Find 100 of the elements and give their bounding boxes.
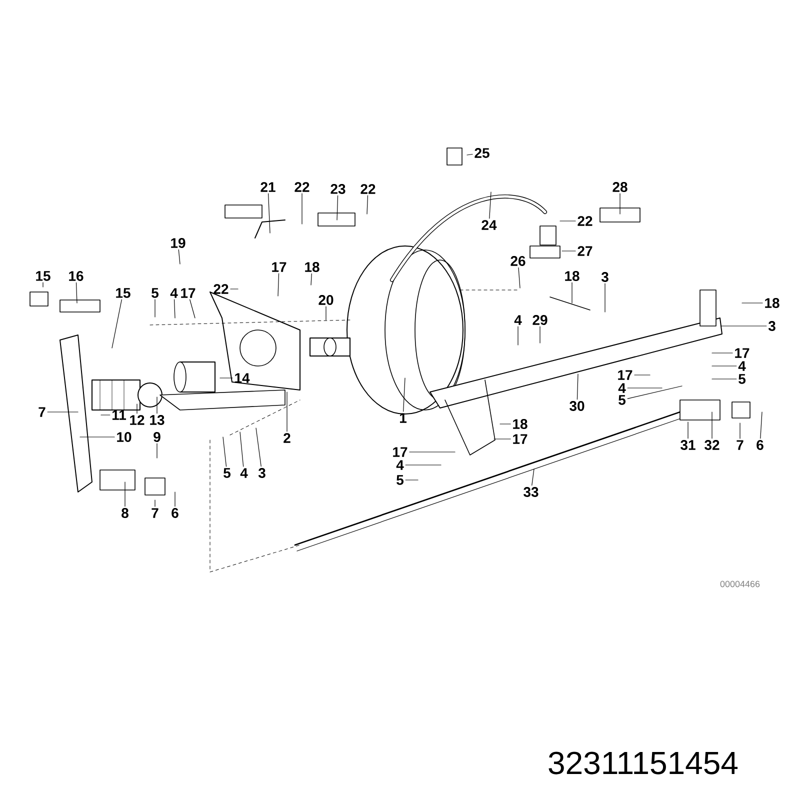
leader-line	[278, 273, 280, 296]
leader-line	[634, 374, 650, 376]
callout-number: 14	[235, 373, 250, 383]
callout-number: 33	[524, 487, 538, 497]
leader-line	[124, 482, 126, 507]
callout-number: 21	[260, 182, 276, 192]
callout-number: 17	[735, 348, 750, 358]
callout-number: 7	[152, 508, 158, 518]
callout-number: 18	[765, 298, 780, 308]
callout-number: 22	[360, 184, 376, 194]
callout-number: 5	[224, 468, 231, 478]
leader-line	[178, 249, 180, 264]
callout-number: 30	[570, 401, 584, 411]
leader-line	[222, 436, 227, 467]
leader-line	[256, 428, 262, 467]
callout-number: 4	[738, 361, 746, 371]
callout-number: 4	[618, 383, 626, 393]
callout-number: 18	[513, 419, 528, 429]
callout-number: 19	[171, 238, 186, 248]
callout-number: 7	[38, 407, 46, 417]
callout-number: 17	[181, 288, 196, 298]
callout-number: 29	[532, 315, 548, 325]
leader-line	[230, 288, 238, 290]
callout-number: 22	[578, 216, 592, 226]
callout-number: 28	[612, 182, 628, 192]
callout-number: 4	[240, 468, 248, 478]
leader-line	[627, 386, 682, 399]
leader-line	[154, 500, 156, 507]
callout-number: 15	[36, 271, 50, 281]
leader-line	[80, 436, 115, 438]
leader-line	[604, 283, 606, 312]
leader-line	[518, 267, 520, 288]
leader-line	[100, 414, 110, 416]
callout-number: 12	[130, 415, 144, 425]
callout-number: 1	[400, 413, 407, 423]
leader-line	[76, 282, 78, 304]
leader-line	[240, 432, 244, 467]
callout-number: 5	[396, 475, 404, 485]
callout-number: 18	[305, 262, 320, 272]
callout-number: 5	[618, 395, 626, 405]
part-number: 32311151454	[548, 752, 738, 774]
leader-line	[366, 195, 368, 214]
callout-number: 32	[704, 440, 720, 450]
callout-number: 17	[393, 447, 408, 457]
callout-number: 2	[284, 433, 290, 443]
leader-line	[405, 464, 442, 466]
partnumber-code: 00004466	[720, 580, 760, 588]
leader-line	[494, 438, 511, 440]
leader-line	[576, 374, 578, 400]
leader-line	[174, 299, 176, 318]
leader-line	[190, 299, 196, 318]
leader-line	[136, 404, 138, 414]
callout-number: 6	[756, 440, 764, 450]
callout-number: 5	[152, 288, 158, 298]
leader-line	[532, 468, 534, 486]
callout-number: 11	[112, 410, 126, 420]
leader-line	[112, 299, 122, 348]
callout-number: 4	[170, 288, 178, 298]
callout-number: 18	[565, 271, 580, 281]
callout-number: 3	[258, 468, 266, 478]
callout-number: 5	[738, 374, 746, 384]
leader-line	[174, 492, 176, 507]
callout-number: 24	[482, 220, 497, 230]
callout-number: 22	[294, 182, 310, 192]
callout-number: 10	[117, 432, 132, 442]
leader-line	[403, 378, 406, 412]
leader-line	[760, 412, 762, 439]
leader-line	[268, 193, 270, 234]
callout-number: 4	[396, 460, 404, 470]
callout-number: 9	[154, 432, 160, 442]
callout-number: 3	[768, 321, 776, 331]
callout-number: 4	[514, 315, 522, 325]
callout-number: 8	[122, 508, 128, 518]
leader-line	[466, 154, 473, 156]
callout-number: 20	[318, 295, 334, 305]
leader-line	[310, 273, 312, 286]
leader-line	[336, 195, 338, 220]
callout-number: 3	[601, 272, 608, 282]
callout-number: 25	[474, 148, 490, 158]
leader-line	[560, 220, 576, 222]
leader-line	[154, 299, 156, 318]
leader-line	[712, 378, 737, 380]
callout-number: 17	[513, 434, 528, 444]
callout-number: 13	[150, 415, 164, 425]
callout-number: 7	[736, 440, 744, 450]
leader-line	[42, 282, 44, 288]
callout-number: 26	[510, 256, 526, 266]
leader-line	[156, 443, 158, 458]
callout-number: 17	[272, 262, 286, 272]
leader-line	[489, 192, 492, 219]
leader-line	[742, 302, 763, 304]
leader-line	[712, 352, 733, 354]
callout-number: 31	[680, 440, 696, 450]
leader-line	[286, 392, 288, 432]
callout-number: 6	[172, 508, 178, 518]
callout-number: 22	[214, 284, 228, 294]
leader-line	[562, 250, 576, 252]
callout-number: 17	[618, 370, 632, 380]
callout-number: 27	[578, 246, 592, 256]
callout-number: 16	[69, 271, 84, 281]
